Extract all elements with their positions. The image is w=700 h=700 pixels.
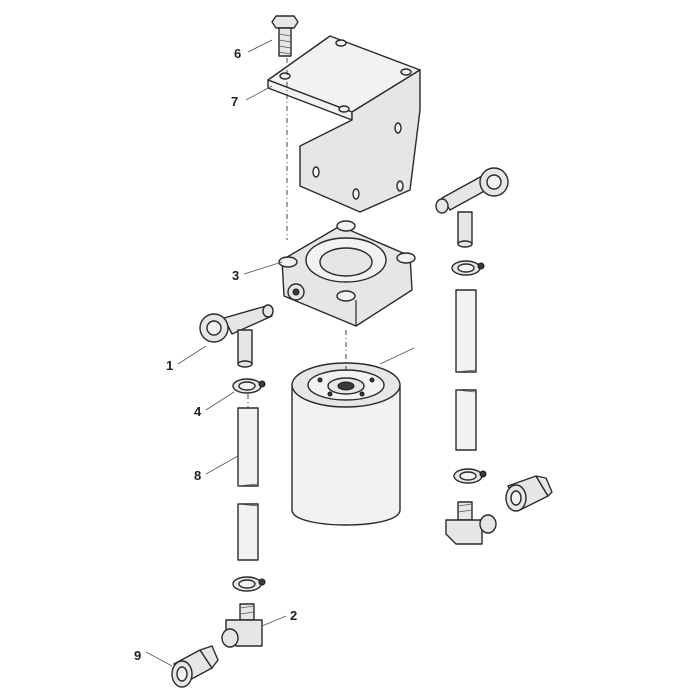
hose-clamp-left-bottom (232, 576, 266, 592)
mounting-bracket (267, 35, 421, 240)
callout-9: 9 (134, 648, 141, 663)
filter-head (278, 220, 416, 327)
callout-1: 1 (166, 358, 173, 373)
hose-clamp-right-top (451, 260, 485, 276)
elbow-fitting-left (221, 603, 263, 648)
hose-left (237, 394, 259, 561)
right-valve (435, 167, 509, 248)
hose-clamp-right-bottom (453, 468, 487, 484)
threaded-adapter-left (171, 645, 219, 688)
hose-right (455, 289, 477, 451)
callout-6: 4 (194, 404, 202, 419)
left-valve (199, 304, 274, 368)
callout-3: 3 (232, 268, 239, 283)
callout-leaders (145, 39, 287, 667)
callout-2: 2 (290, 608, 297, 623)
filter-cartridge (291, 330, 415, 526)
callout-8: 8 (194, 468, 201, 483)
bolt-part (271, 15, 299, 57)
threaded-adapter-right (505, 475, 553, 512)
callout-4: 6 (234, 46, 241, 61)
elbow-fitting-right (445, 501, 497, 545)
hose-clamp-left-top (232, 378, 266, 394)
callout-7: 7 (231, 94, 238, 109)
